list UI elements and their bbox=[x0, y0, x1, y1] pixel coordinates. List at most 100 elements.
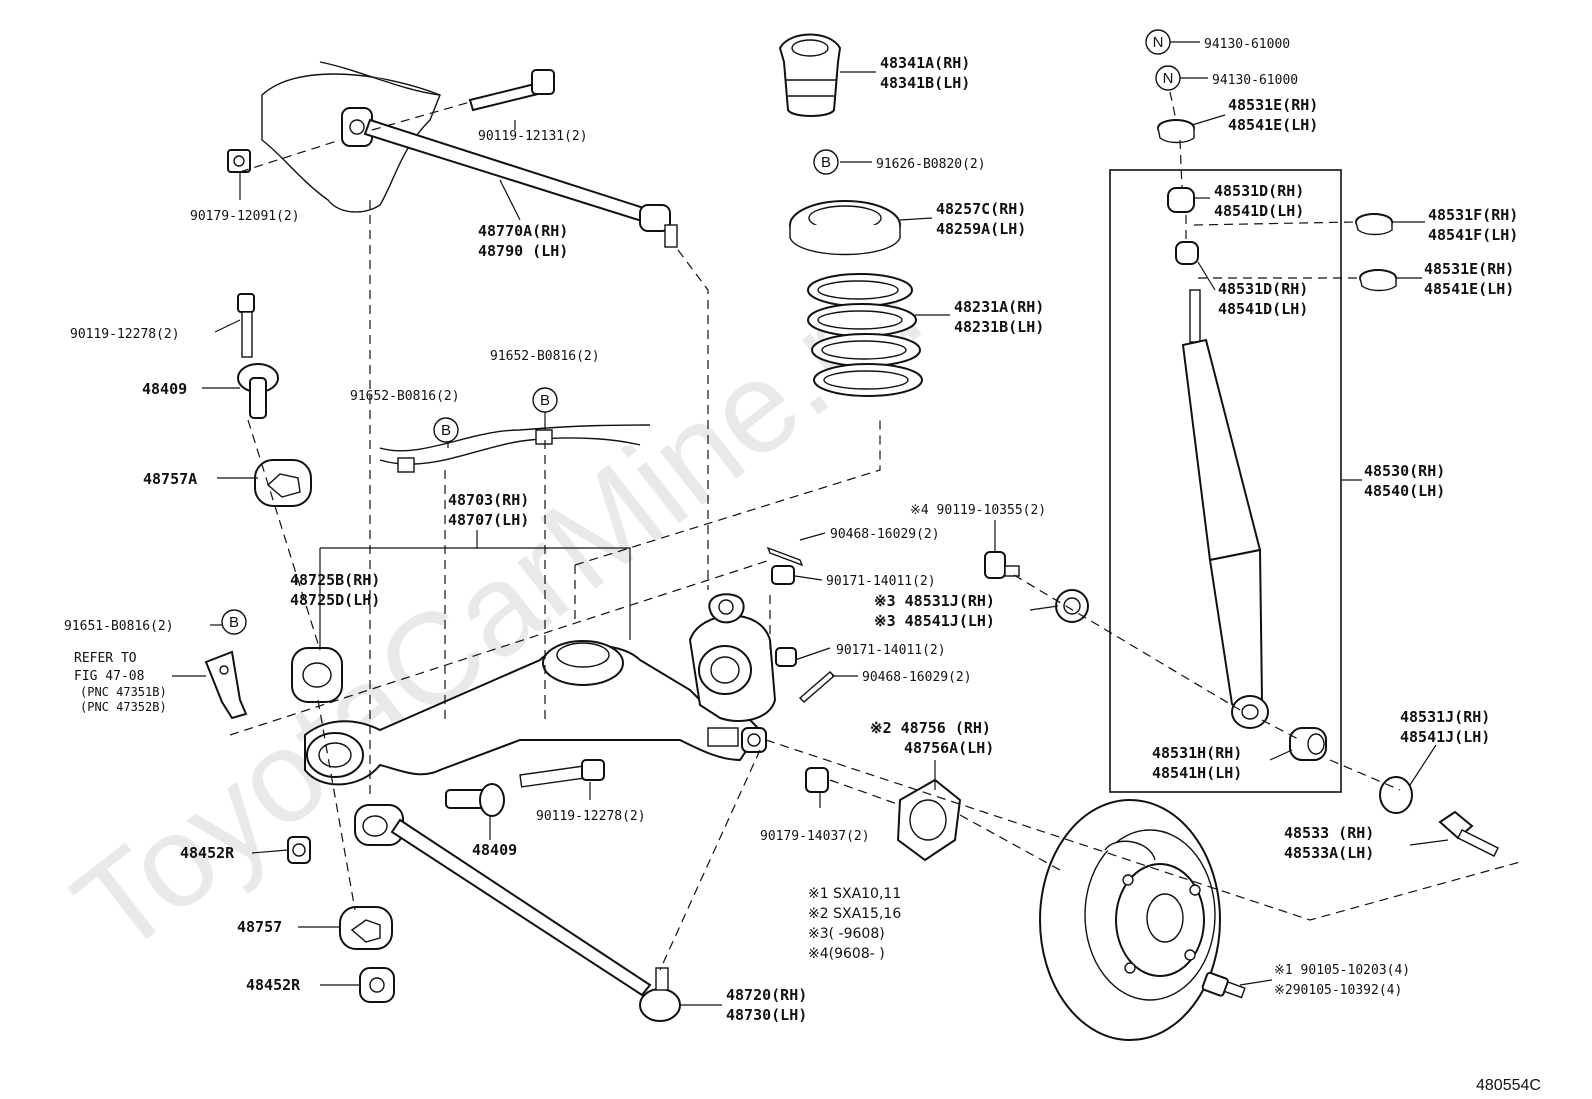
bushing-48725b bbox=[291, 647, 343, 703]
cushion-48531e-side bbox=[1359, 269, 1397, 292]
model-note-2: ※2 SXA15,16 bbox=[808, 906, 901, 922]
label-cushion-48531f: 48531F(RH) bbox=[1428, 206, 1518, 224]
nut-90179-14037 bbox=[805, 767, 829, 793]
label-spring-48231a: 48231A(RH) bbox=[954, 298, 1044, 316]
label-nut-48452r-lower: 48452R bbox=[246, 976, 301, 994]
trailing-arm bbox=[304, 593, 777, 786]
label-48409-bottom: 48409 bbox=[472, 841, 517, 859]
label-48757: 48757 bbox=[237, 918, 282, 936]
label-rod-48730: 48730(LH) bbox=[726, 1006, 807, 1024]
label-bolt-48533a: 48533A(LH) bbox=[1284, 844, 1374, 862]
label-absorber-48540: 48540(LH) bbox=[1364, 482, 1445, 500]
castle-nut-upper bbox=[771, 565, 795, 585]
label-bolt-91651-b0816: 91651-B0816(2) bbox=[64, 619, 174, 634]
bracket-refer-fig bbox=[204, 650, 248, 720]
label-bush-48725b: 48725B(RH) bbox=[290, 571, 380, 589]
figure-number: 480554C bbox=[1476, 1077, 1541, 1094]
label-bush-48531j-right: 48531J(RH) bbox=[1400, 708, 1490, 726]
label-pin-90468-16029-b: 90468-16029(2) bbox=[862, 670, 972, 685]
label-nut-94130-lower: 94130-61000 bbox=[1212, 73, 1298, 88]
cotter-pin-upper bbox=[766, 546, 804, 567]
label-rod-48770a: 48770A(RH) bbox=[478, 222, 568, 240]
castle-nut-lower bbox=[775, 647, 797, 667]
shock-absorber bbox=[1181, 289, 1269, 729]
cotter-pin-lower bbox=[798, 671, 836, 703]
label-nut-90179-12091: 90179-12091(2) bbox=[190, 209, 300, 224]
label-nut-94130-upper: 94130-61000 bbox=[1204, 37, 1290, 52]
svg-text:B: B bbox=[540, 392, 550, 409]
bolt-90119-10355 bbox=[984, 551, 1020, 579]
svg-text:B: B bbox=[441, 422, 451, 439]
body-bracket bbox=[261, 61, 441, 213]
label-bolt-90119-10355: ※4 90119-10355(2) bbox=[910, 503, 1046, 518]
label-cushion-48541e-top: 48541E(LH) bbox=[1228, 116, 1318, 134]
label-bumper-48341b: 48341B(LH) bbox=[880, 74, 970, 92]
label-bush-48541j-right: 48541J(LH) bbox=[1400, 728, 1490, 746]
label-cover-48756: ※2 48756 (RH) bbox=[870, 719, 991, 737]
bush-48531j-right bbox=[1379, 776, 1413, 814]
label-refer-pnc1: (PNC 47351B) bbox=[80, 685, 167, 699]
label-rod-48720: 48720(RH) bbox=[726, 986, 807, 1004]
hub-bolt bbox=[1201, 971, 1246, 999]
bush-48531h bbox=[1289, 727, 1327, 761]
nut-48452r-lower bbox=[359, 967, 395, 1003]
label-cushion-48531e-top: 48531E(RH) bbox=[1228, 96, 1318, 114]
dust-cover bbox=[896, 778, 962, 862]
label-cushion-48531d-lower: 48531D(RH) bbox=[1218, 280, 1308, 298]
label-cushion-48541f: 48541F(LH) bbox=[1428, 226, 1518, 244]
label-arm-48703: 48703(RH) bbox=[448, 491, 529, 509]
label-bolt-91652-b0816-a: 91652-B0816(2) bbox=[350, 389, 460, 404]
svg-text:B: B bbox=[229, 614, 239, 631]
svg-text:B: B bbox=[821, 154, 831, 171]
shock-absorber-group-box bbox=[1109, 169, 1342, 793]
label-cushion-48541e-side: 48541E(LH) bbox=[1424, 280, 1514, 298]
label-nut-90171-14011-b: 90171-14011(2) bbox=[836, 643, 946, 658]
lateral-rod-lower bbox=[354, 804, 681, 1022]
b-marker-91652-b: B bbox=[532, 387, 558, 413]
bushing-48757 bbox=[339, 906, 393, 950]
label-bolt-48533: 48533 (RH) bbox=[1284, 824, 1374, 842]
b-marker-91626: B bbox=[813, 149, 839, 175]
label-insulator-48259a: 48259A(LH) bbox=[936, 220, 1026, 238]
bolt-48533 bbox=[1438, 810, 1499, 857]
label-nut-90179-14037: 90179-14037(2) bbox=[760, 829, 870, 844]
n-marker-upper: N bbox=[1145, 29, 1171, 55]
label-pin-90468-16029-a: 90468-16029(2) bbox=[830, 527, 940, 542]
b-marker-91652-a: B bbox=[433, 417, 459, 443]
brake-cable bbox=[379, 424, 651, 473]
label-bolt-91652-b0816-b: 91652-B0816(2) bbox=[490, 349, 600, 364]
bushing-48757a bbox=[254, 459, 312, 507]
label-refer-pnc2: (PNC 47352B) bbox=[80, 700, 167, 714]
nut-top-left bbox=[227, 149, 251, 173]
svg-text:N: N bbox=[1163, 70, 1174, 87]
label-bush-48531h: 48531H(RH) bbox=[1152, 744, 1242, 762]
collar-48409-top bbox=[237, 363, 279, 419]
label-arm-48707: 48707(LH) bbox=[448, 511, 529, 529]
label-nut-48452r-upper: 48452R bbox=[180, 844, 235, 862]
label-absorber-48530: 48530(RH) bbox=[1364, 462, 1445, 480]
label-insulator-48257c: 48257C(RH) bbox=[936, 200, 1026, 218]
svg-text:N: N bbox=[1153, 34, 1164, 51]
label-cushion-48531d-top: 48531D(RH) bbox=[1214, 182, 1304, 200]
bump-stopper bbox=[778, 33, 842, 117]
label-hub-bolt-2: ※290105-10392(4) bbox=[1274, 983, 1402, 998]
watermark: ToyotaCarMine.ru bbox=[47, 235, 945, 982]
nut-48452r-upper bbox=[287, 836, 311, 864]
cushion-48531d-top bbox=[1167, 187, 1195, 213]
label-cushion-48541d-lower: 48541D(LH) bbox=[1218, 300, 1308, 318]
model-note-1: ※1 SXA10,11 bbox=[808, 886, 901, 902]
b-marker-91651: B bbox=[221, 609, 247, 635]
label-spring-48231b: 48231B(LH) bbox=[954, 318, 1044, 336]
cushion-48531d-lower bbox=[1175, 241, 1199, 265]
label-bush-48531j-left: ※3 48531J(RH) bbox=[874, 592, 995, 610]
label-cushion-48531e-side: 48531E(RH) bbox=[1424, 260, 1514, 278]
coil-spring bbox=[807, 273, 923, 397]
bolt-vertical-top bbox=[237, 293, 255, 358]
label-nut-90171-14011-a: 90171-14011(2) bbox=[826, 574, 936, 589]
label-bolt-91626-b0820: 91626-B0820(2) bbox=[876, 157, 986, 172]
label-cushion-48541d-top: 48541D(LH) bbox=[1214, 202, 1304, 220]
label-hub-bolt-1: ※1 90105-10203(4) bbox=[1274, 963, 1410, 978]
spring-insulator bbox=[789, 200, 901, 256]
label-refer-line1: REFER TO bbox=[74, 651, 137, 666]
model-note-3: ※3( -9608) bbox=[808, 926, 885, 942]
